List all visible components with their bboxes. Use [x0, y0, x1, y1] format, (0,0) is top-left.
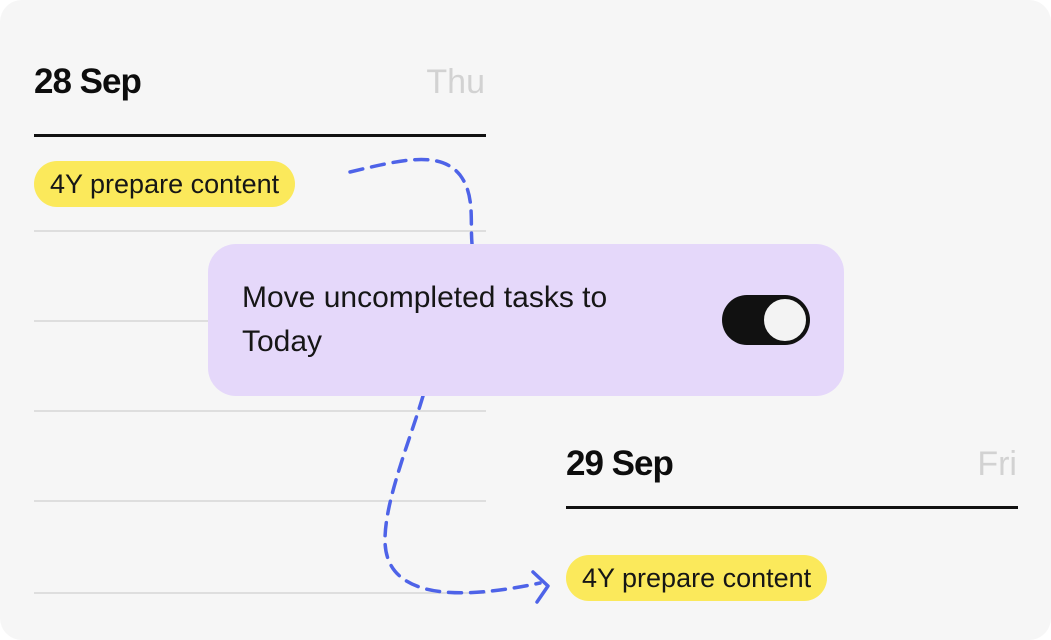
- day-divider: [566, 506, 1018, 509]
- move-tasks-toggle[interactable]: [722, 295, 810, 345]
- move-tasks-popup: Move uncompleted tasks to Today: [208, 244, 844, 396]
- day-date: 29 Sep: [566, 444, 674, 483]
- arrow-segment-bottom: [383, 394, 542, 595]
- move-tasks-label: Move uncompleted tasks to Today: [242, 281, 608, 358]
- slot-line: [34, 230, 486, 232]
- arrow-segment-top: [348, 157, 474, 246]
- slot-line: [34, 592, 486, 594]
- day-weekday: Fri: [977, 445, 1017, 483]
- task-chip[interactable]: 4Y prepare content: [566, 555, 828, 601]
- arrow-head-icon: [531, 570, 550, 604]
- day-divider: [34, 134, 486, 137]
- day-date: 28 Sep: [34, 62, 142, 101]
- toggle-knob: [762, 297, 808, 343]
- task-chip[interactable]: 4Y prepare content: [34, 161, 296, 207]
- slot-line: [34, 410, 486, 412]
- day-header-28-sep: 28 Sep Thu: [34, 62, 485, 102]
- day-header-29-sep: 29 Sep Fri: [566, 444, 1017, 484]
- day-weekday: Thu: [426, 63, 485, 101]
- slot-line: [34, 500, 486, 502]
